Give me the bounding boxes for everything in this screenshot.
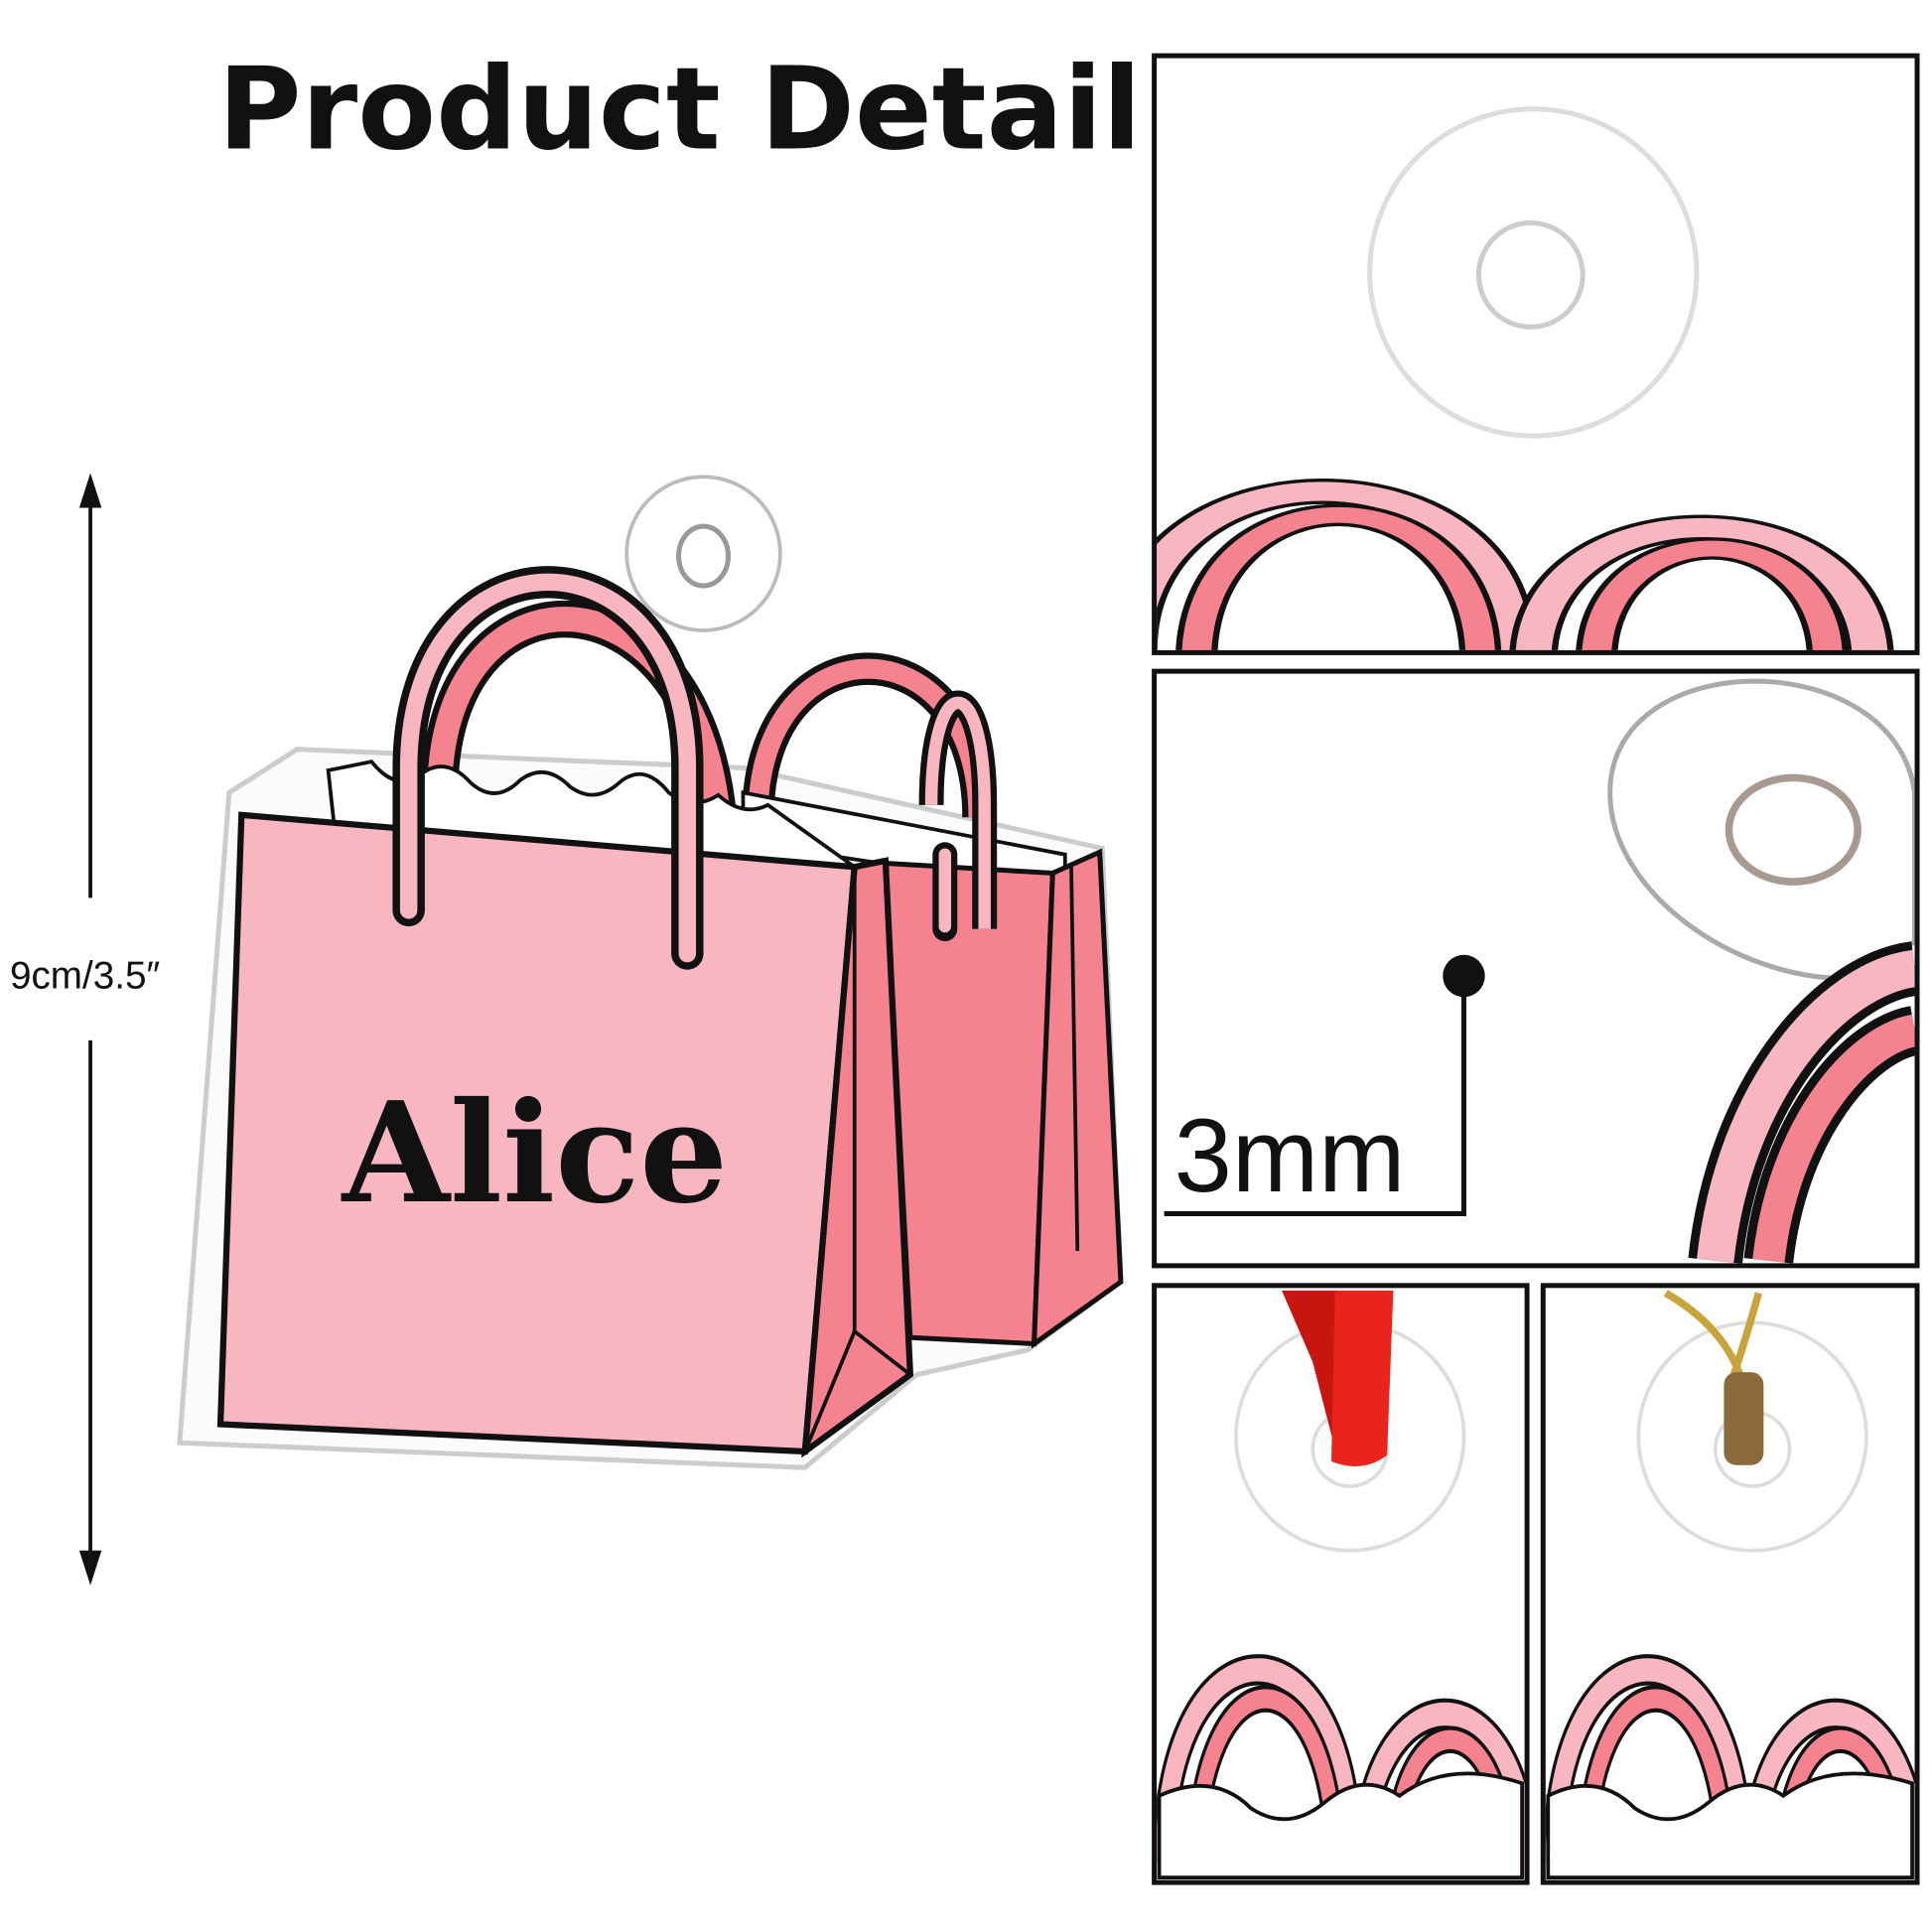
gold-string — [1724, 1372, 1764, 1465]
detail-panel-gold-string — [1540, 1283, 1920, 1885]
bag-ornament: Alice — [177, 475, 1124, 1470]
detail-panel-hang-tab — [1152, 53, 1920, 655]
dimension-arrow — [78, 473, 102, 1586]
detail-panel-red-ribbon — [1152, 1283, 1530, 1885]
page-title: Product Detail — [218, 44, 1142, 177]
red-ribbon — [1330, 1290, 1394, 1466]
personalized-name: Alice — [341, 1071, 728, 1234]
back-bag — [741, 652, 1124, 1349]
detail-panel-thickness: 3mm — [1152, 668, 1920, 1269]
thickness-label: 3mm — [1174, 1098, 1406, 1214]
dimension-label: 9cm/3.5″ — [10, 954, 160, 997]
hang-hole — [676, 523, 731, 589]
